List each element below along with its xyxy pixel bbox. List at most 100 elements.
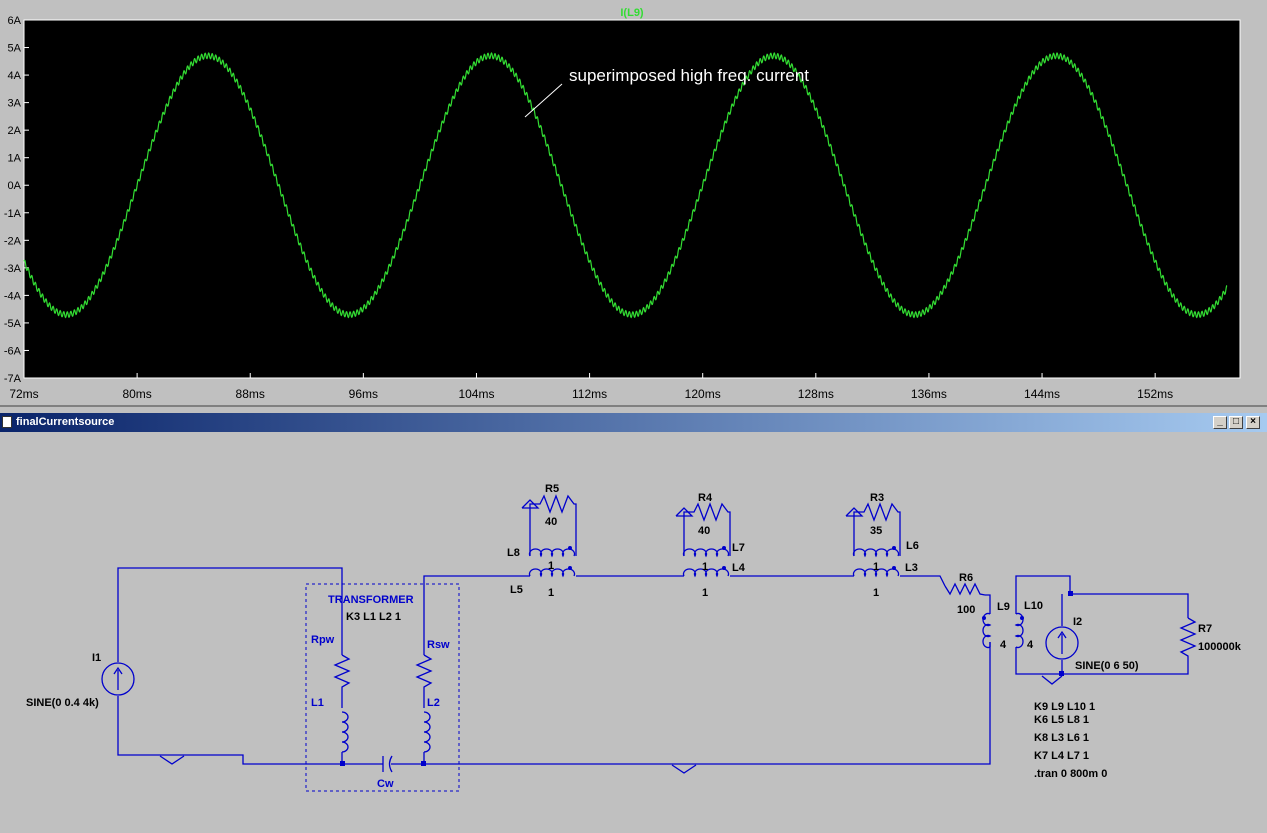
value-i1: SINE(0 0.4 4k) (26, 697, 99, 709)
label-cw: Cw (377, 778, 394, 790)
node-dot (1059, 671, 1064, 676)
value-l6: 1 (873, 561, 879, 573)
y-tick-label: -7A (4, 373, 22, 385)
value-l5: 1 (548, 587, 554, 599)
value-l7: 1 (702, 561, 708, 573)
y-tick-label: 0A (8, 180, 22, 192)
wire-top-left[interactable] (117, 567, 343, 662)
window-title: finalCurrentsource (16, 416, 115, 428)
directive-tran: .tran 0 800m 0 (1034, 768, 1107, 780)
inductor-l2[interactable] (423, 711, 431, 764)
wire-i2-bottom[interactable] (1062, 662, 1189, 675)
y-tick-label: -2A (4, 235, 22, 247)
schematic-canvas[interactable]: I1 SINE(0 0.4 4k) TRANSFORMER K3 L1 L2 1… (0, 432, 1267, 833)
polarity-dot (982, 616, 986, 620)
value-l3: 1 (873, 587, 879, 599)
document-icon (2, 416, 12, 428)
y-tick-label: -6A (4, 345, 22, 357)
x-tick-label: 112ms (572, 387, 607, 401)
current-source-i1[interactable] (101, 662, 135, 696)
y-tick-label: 4A (8, 70, 22, 82)
value-r4: 40 (698, 525, 710, 537)
label-l4: L4 (732, 562, 746, 574)
wire-r6-l9[interactable] (985, 594, 991, 614)
label-r3: R3 (870, 492, 884, 504)
label-l10: L10 (1024, 600, 1043, 612)
ground-symbol (159, 755, 185, 765)
directive-k8: K8 L3 L6 1 (1034, 732, 1089, 744)
value-i2: SINE(0 6 50) (1075, 660, 1139, 672)
capacitor-cw[interactable] (382, 755, 393, 773)
directive-k7: K7 L4 L7 1 (1034, 750, 1089, 762)
coupled-pair-l4-l7[interactable] (675, 502, 731, 578)
value-l9: 4 (1000, 639, 1007, 651)
x-tick-label: 120ms (685, 387, 721, 401)
x-tick-label: 96ms (349, 387, 378, 401)
wire-bottom-right[interactable] (391, 642, 991, 765)
ground-symbol (1041, 675, 1063, 685)
node-dot (1068, 591, 1073, 596)
polarity-dot (892, 566, 896, 570)
wire-l3-r6[interactable] (900, 575, 946, 587)
label-l6: L6 (906, 540, 919, 552)
resistor-r6[interactable] (944, 582, 986, 596)
label-l9: L9 (997, 601, 1010, 613)
directive-k9: K9 L9 L10 1 (1034, 701, 1095, 713)
trace-i-l9[interactable] (23, 52, 1228, 319)
wire-l10-top[interactable] (1015, 575, 1071, 614)
label-l8: L8 (507, 547, 520, 559)
x-tick-label: 104ms (458, 387, 494, 401)
y-tick-label: 6A (8, 15, 22, 27)
label-r5: R5 (545, 483, 559, 495)
plot-annotation: superimposed high freq. current (569, 66, 809, 85)
label-transformer: TRANSFORMER (328, 594, 414, 606)
resistor-rpw[interactable] (333, 654, 351, 708)
wire-bottom-left[interactable] (117, 696, 383, 765)
label-i1: I1 (92, 652, 101, 664)
schematic-window[interactable]: finalCurrentsource _ □ × (0, 413, 1267, 833)
resistor-r7[interactable] (1179, 617, 1197, 662)
y-tick-label: 1A (8, 153, 22, 165)
trace-label[interactable]: I(L9) (620, 7, 644, 19)
value-l8: 1 (548, 560, 554, 572)
x-tick-label: 80ms (122, 387, 151, 401)
value-r6: 100 (957, 604, 975, 616)
label-rpw: Rpw (311, 634, 335, 646)
current-source-i2[interactable] (1045, 626, 1079, 660)
polarity-dot (722, 566, 726, 570)
wire-i2-top[interactable] (1070, 593, 1189, 618)
wire-rsw-to-l5[interactable] (423, 575, 530, 655)
annotation-pointer (524, 83, 563, 118)
wire-l10-bottom[interactable] (1015, 647, 1062, 675)
inductor-l1[interactable] (341, 711, 349, 764)
x-tick-label: 128ms (798, 387, 834, 401)
value-l4: 1 (702, 587, 708, 599)
maximize-button[interactable]: □ (1229, 416, 1243, 429)
polarity-dot (568, 566, 572, 570)
minimize-button[interactable]: _ (1213, 416, 1227, 429)
y-tick-label: -4A (4, 290, 22, 302)
label-r7: R7 (1198, 623, 1212, 635)
coupled-pair-l5-l8[interactable] (521, 494, 577, 578)
y-tick-label: -5A (4, 318, 22, 330)
x-tick-label: 136ms (911, 387, 947, 401)
node-dot (421, 761, 426, 766)
coupled-pair-l3-l6[interactable] (845, 502, 901, 578)
plot-area[interactable] (23, 19, 1241, 379)
waveform-plot[interactable]: I(L9) 6A5A4A3A2A1A0A-1A-2A-3A-4A-5A-6A-7… (0, 0, 1267, 405)
label-l2: L2 (427, 697, 440, 709)
polarity-dot (892, 546, 896, 550)
y-tick-label: 2A (8, 125, 22, 137)
ground-symbol (671, 764, 697, 774)
resistor-rsw[interactable] (415, 654, 433, 708)
window-titlebar[interactable]: finalCurrentsource _ □ × (0, 413, 1267, 432)
label-l5: L5 (510, 584, 523, 596)
label-rsw: Rsw (427, 639, 450, 651)
label-r4: R4 (698, 492, 713, 504)
y-tick-label: 3A (8, 98, 22, 110)
label-l7: L7 (732, 542, 745, 554)
close-button[interactable]: × (1246, 416, 1260, 429)
